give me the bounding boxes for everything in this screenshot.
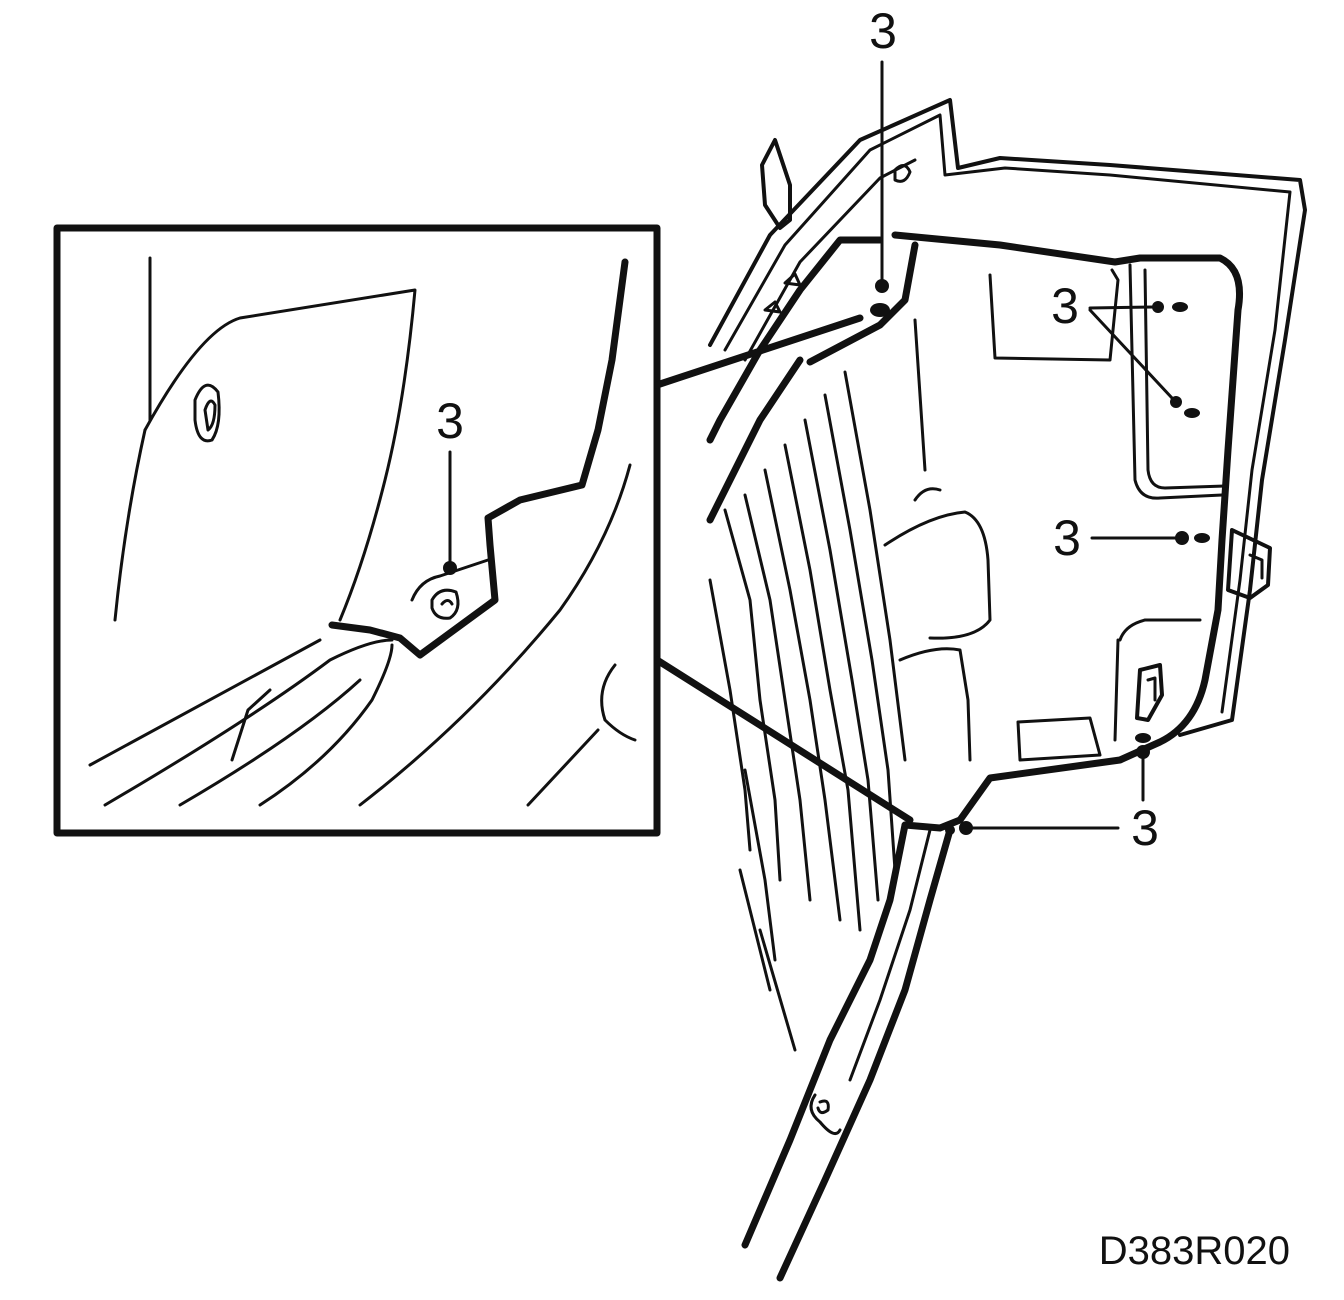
callout-label: 3	[1051, 278, 1079, 334]
callout-bottom-right: 3	[945, 733, 1159, 856]
callout-label: 3	[869, 3, 897, 59]
inset-leader-lower	[653, 656, 914, 824]
callout-upper-right: 3	[1051, 278, 1200, 418]
detail-inset-frame	[53, 224, 661, 837]
callout-label: 3	[1053, 510, 1081, 566]
callout-top: 3	[869, 3, 897, 317]
door-panel-drawing	[706, 98, 1307, 1282]
callout-label: 3	[1131, 800, 1159, 856]
callout-label: 3	[436, 393, 464, 449]
inset-leader-upper	[653, 314, 864, 389]
figure-code: D383R020	[1099, 1229, 1290, 1273]
callout-right-middle: 3	[1053, 510, 1210, 566]
callout-detail-inset: 3	[436, 393, 464, 575]
detail-inset	[53, 224, 914, 837]
